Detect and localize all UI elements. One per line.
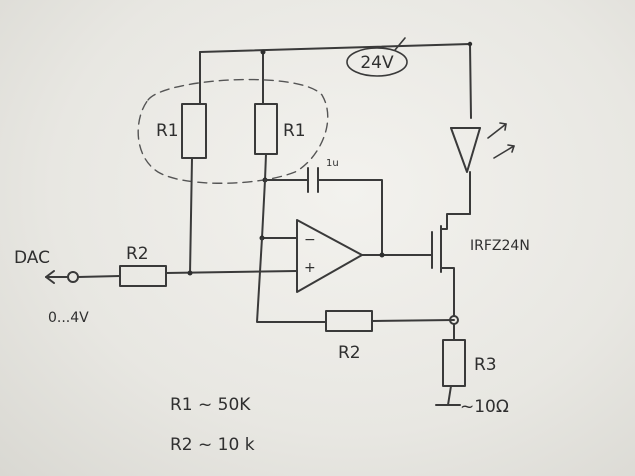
opamp-minus: − bbox=[304, 232, 316, 248]
resistor-r3 bbox=[442, 339, 466, 387]
dac-wire bbox=[77, 275, 121, 278]
resistor-r1-left bbox=[181, 103, 207, 159]
note-r2-value: R2 ~ 10 k bbox=[170, 435, 255, 455]
sense-resistor-value: ~10Ω bbox=[460, 397, 509, 417]
rail-junction bbox=[260, 49, 266, 55]
r1-right-lead bbox=[264, 153, 267, 181]
capacitor-label: 1u bbox=[326, 158, 339, 169]
resistor-r3-label: R3 bbox=[474, 355, 497, 375]
resistor-r2-input-label: R2 bbox=[126, 244, 149, 264]
led-emission-arrow-1 bbox=[487, 123, 507, 139]
cap-right-wire bbox=[317, 179, 383, 256]
resistor-r1-right-label: R1 bbox=[283, 121, 306, 141]
mosfet-drain-lead bbox=[440, 213, 471, 230]
feedback-wire-right bbox=[371, 319, 455, 322]
noninverting-input-wire bbox=[165, 270, 298, 274]
r3-bottom-lead bbox=[447, 385, 452, 406]
resistor-r2-input bbox=[119, 265, 167, 287]
led-emission-arrow-2 bbox=[493, 145, 515, 159]
opamp bbox=[296, 219, 363, 293]
supply-rail bbox=[199, 43, 472, 119]
dac-terminal bbox=[67, 271, 79, 283]
r1-matched-pair-outline bbox=[137, 78, 329, 184]
r1-left-lead bbox=[189, 157, 193, 275]
noninverting-junction bbox=[187, 270, 193, 276]
dac-label: DAC bbox=[14, 248, 50, 268]
mosfet-label: IRFZ24N bbox=[470, 238, 530, 254]
supply-label: 24V bbox=[360, 53, 394, 73]
dac-range: 0...4V bbox=[48, 310, 89, 326]
led-emission-arrowhead-2 bbox=[507, 144, 515, 153]
output-junction bbox=[379, 252, 385, 258]
resistor-r2-feedback-label: R2 bbox=[338, 343, 361, 363]
mosfet-source-lead bbox=[440, 267, 455, 317]
opamp-plus: + bbox=[304, 260, 316, 276]
led-emission-arrowhead-1 bbox=[499, 122, 507, 131]
resistor-r1-right bbox=[254, 103, 278, 155]
supply-label-leader bbox=[394, 37, 406, 51]
supply-label-circle bbox=[346, 47, 408, 77]
note-r1-value: R1 ~ 50K bbox=[170, 395, 251, 415]
resistor-r1-left-label: R1 bbox=[156, 121, 179, 141]
inverting-input-wire bbox=[261, 179, 298, 239]
resistor-r2-feedback bbox=[325, 310, 373, 332]
rail-corner bbox=[467, 41, 473, 47]
dac-arrow-head bbox=[45, 270, 55, 284]
led-triangle bbox=[450, 127, 481, 173]
feedback-wire-left bbox=[256, 237, 327, 323]
